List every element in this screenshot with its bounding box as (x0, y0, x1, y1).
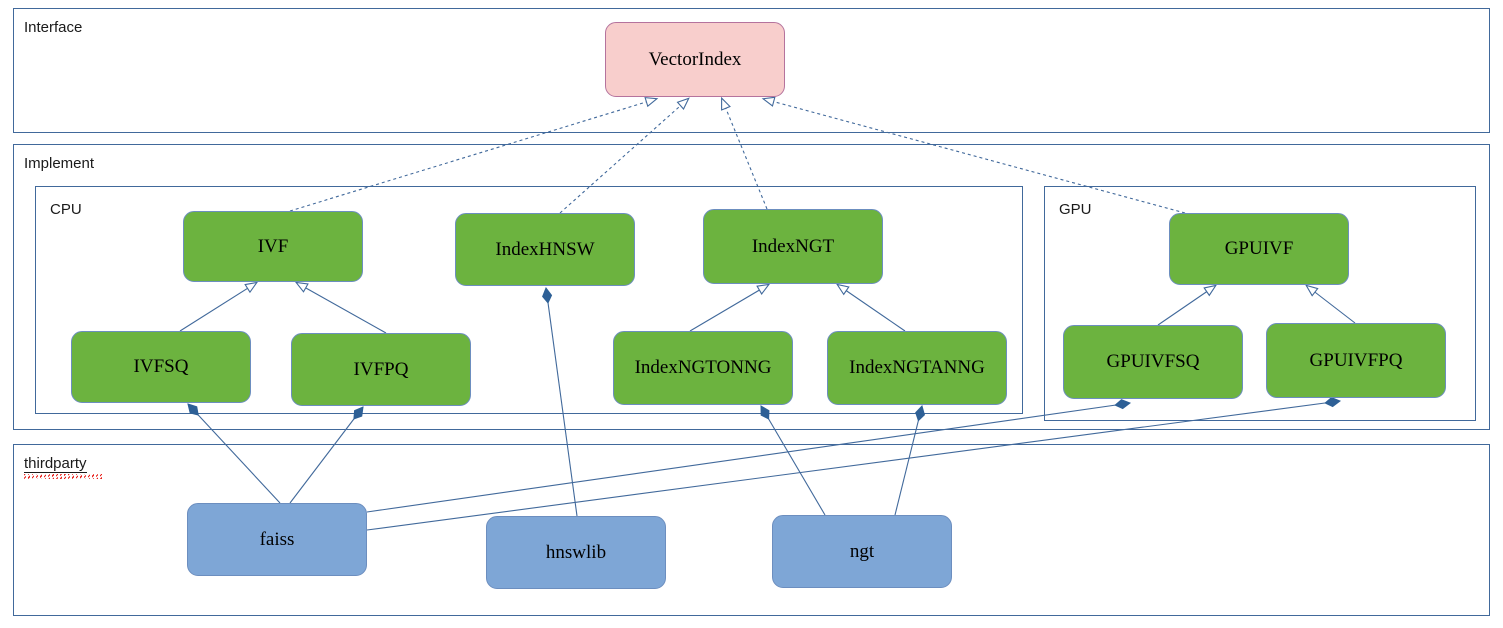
node-hnswlib[interactable]: hnswlib (486, 516, 666, 589)
node-ngt[interactable]: ngt (772, 515, 952, 588)
node-ivf[interactable]: IVF (183, 211, 363, 282)
node-gpuivfpq[interactable]: GPUIVFPQ (1266, 323, 1446, 398)
frame-interface-label: Interface (24, 19, 83, 36)
node-label: IVFPQ (353, 358, 409, 380)
node-label: IVFSQ (133, 356, 189, 377)
node-label: GPUIVF (1224, 238, 1294, 259)
node-label: hnswlib (545, 541, 607, 563)
node-label: VectorIndex (648, 48, 742, 70)
node-label: GPUIVFPQ (1309, 349, 1403, 371)
node-label: IndexNGTONNG (634, 357, 772, 378)
node-indexngtonng[interactable]: IndexNGTONNG (613, 331, 793, 405)
node-indexngt[interactable]: IndexNGT (703, 209, 883, 284)
frame-gpu-label: GPU (1059, 201, 1092, 218)
node-ivfpq[interactable]: IVFPQ (291, 333, 471, 406)
node-label: IndexNGTANNG (849, 357, 985, 378)
node-label: IndexHNSW (495, 238, 595, 260)
node-gpuivf[interactable]: GPUIVF (1169, 213, 1349, 285)
node-label: IndexNGT (751, 235, 835, 257)
node-indexhnsw[interactable]: IndexHNSW (455, 213, 635, 286)
node-label: ngt (849, 540, 875, 562)
frame-thirdparty-label: thirdparty (24, 455, 87, 473)
node-indexngtanng[interactable]: IndexNGTANNG (827, 331, 1007, 405)
node-vectorindex[interactable]: VectorIndex (605, 22, 785, 97)
node-label: IVF (257, 235, 289, 257)
spellcheck-squiggle-icon (24, 474, 102, 479)
frame-implement-label: Implement (24, 155, 95, 172)
node-gpuivfsq[interactable]: GPUIVFSQ (1063, 325, 1243, 399)
node-ivfsq[interactable]: IVFSQ (71, 331, 251, 403)
frame-cpu-label: CPU (50, 201, 82, 218)
node-faiss[interactable]: faiss (187, 503, 367, 576)
node-label: faiss (259, 528, 295, 550)
node-label: GPUIVFSQ (1106, 351, 1200, 372)
